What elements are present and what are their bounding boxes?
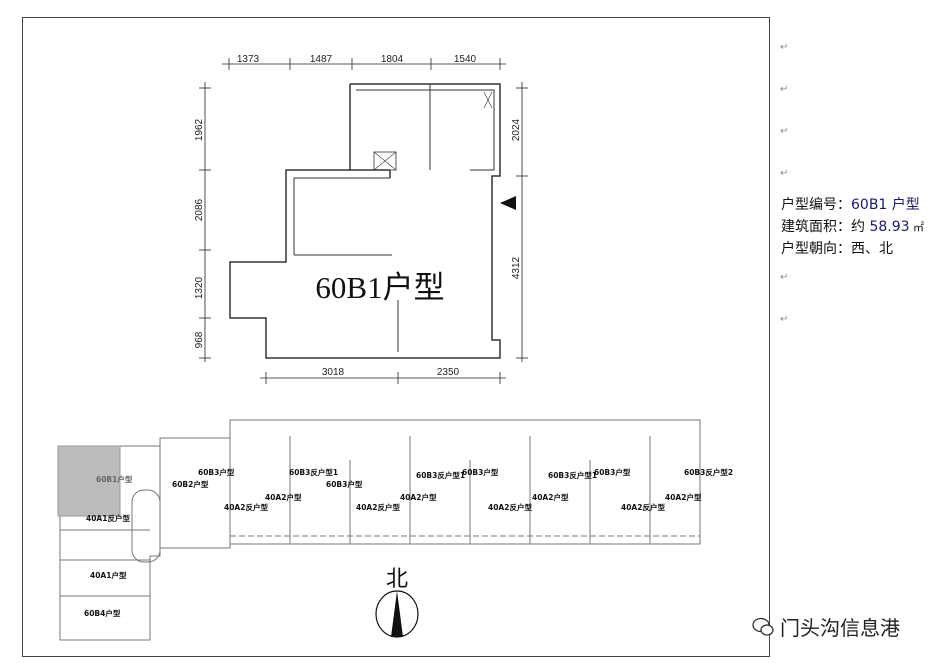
unit-label: 60B3户型 bbox=[462, 467, 499, 477]
unit-label: 40A2反户型 bbox=[356, 502, 400, 512]
dim-left-3: 1320 bbox=[194, 276, 205, 299]
unit-label: 60B3户型 bbox=[326, 479, 363, 489]
dimension-lines bbox=[199, 58, 528, 384]
info-unit-code: 户型编号：60B1 户型 bbox=[781, 194, 920, 214]
dim-left-4: 968 bbox=[194, 331, 205, 348]
info-value: 58.93 bbox=[869, 219, 910, 235]
unit-label: 60B3户型 bbox=[594, 467, 631, 477]
unit-label: 40A2户型 bbox=[665, 492, 702, 502]
floorplan-title: 60B1户型 bbox=[315, 270, 444, 305]
unit-label: 60B3反户型1 bbox=[289, 467, 338, 477]
unit-label: 60B3反户型2 bbox=[684, 467, 733, 477]
dim-right-2: 4312 bbox=[511, 256, 522, 279]
unit-label: 40A1反户型 bbox=[86, 513, 130, 523]
dim-left-2: 2086 bbox=[194, 198, 205, 221]
info-label: 户型朝向： bbox=[781, 241, 851, 257]
unit-label: 40A2户型 bbox=[532, 492, 569, 502]
dim-top-2: 1487 bbox=[310, 54, 333, 65]
dim-bottom-1: 3018 bbox=[322, 367, 345, 378]
info-unit: ㎡ bbox=[909, 221, 925, 234]
unit-label: 60B2户型 bbox=[172, 479, 209, 489]
dim-top-1: 1373 bbox=[237, 54, 260, 65]
dimension-labels: 1373 1487 1804 1540 1962 2086 1320 968 2… bbox=[194, 54, 522, 378]
unit-label: 60B1户型 bbox=[96, 474, 133, 484]
info-area: 建筑面积：约 58.93 ㎡ bbox=[781, 216, 924, 236]
info-value: 西、北 bbox=[851, 241, 893, 257]
dim-left-1: 1962 bbox=[194, 118, 205, 141]
dim-top-3: 1804 bbox=[381, 54, 404, 65]
unit-walls bbox=[229, 83, 501, 359]
north-label: 北 bbox=[386, 567, 408, 592]
paragraph-mark: ↵ bbox=[780, 168, 789, 179]
paragraph-mark: ↵ bbox=[780, 42, 789, 53]
watermark: 门头沟信息港 bbox=[752, 612, 900, 641]
entrance-arrow-icon bbox=[500, 196, 516, 210]
info-label: 户型编号： bbox=[781, 197, 851, 213]
info-label: 建筑面积：约 bbox=[781, 219, 870, 235]
dim-right-1: 2024 bbox=[511, 118, 522, 141]
unit-label: 60B4户型 bbox=[84, 608, 121, 618]
unit-label: 40A2反户型 bbox=[488, 502, 532, 512]
watermark-text: 门头沟信息港 bbox=[780, 616, 900, 640]
paragraph-mark: ↵ bbox=[780, 314, 789, 325]
unit-label: 40A2反户型 bbox=[621, 502, 665, 512]
dim-bottom-2: 2350 bbox=[437, 367, 460, 378]
paragraph-mark: ↵ bbox=[780, 84, 789, 95]
unit-labels: 60B1户型 60B2户型 60B3户型 60B3反户型1 60B3户型 60B… bbox=[84, 467, 733, 618]
info-orientation: 户型朝向：西、北 bbox=[781, 238, 893, 258]
unit-label: 60B3反户型1 bbox=[416, 470, 465, 480]
compass-icon bbox=[375, 590, 419, 638]
unit-label: 40A2户型 bbox=[265, 492, 302, 502]
unit-label: 40A2反户型 bbox=[224, 502, 268, 512]
page-frame bbox=[22, 17, 770, 657]
paragraph-mark: ↵ bbox=[780, 272, 789, 283]
paragraph-mark: ↵ bbox=[780, 126, 789, 137]
info-value: 60B1 户型 bbox=[851, 197, 920, 213]
unit-label: 60B3反户型1 bbox=[548, 470, 597, 480]
building-plan bbox=[57, 419, 701, 641]
unit-label: 40A1户型 bbox=[90, 570, 127, 580]
unit-label: 40A2户型 bbox=[400, 492, 437, 502]
wechat-icon bbox=[752, 617, 774, 636]
unit-label: 60B3户型 bbox=[198, 467, 235, 477]
dim-top-4: 1540 bbox=[454, 54, 477, 65]
